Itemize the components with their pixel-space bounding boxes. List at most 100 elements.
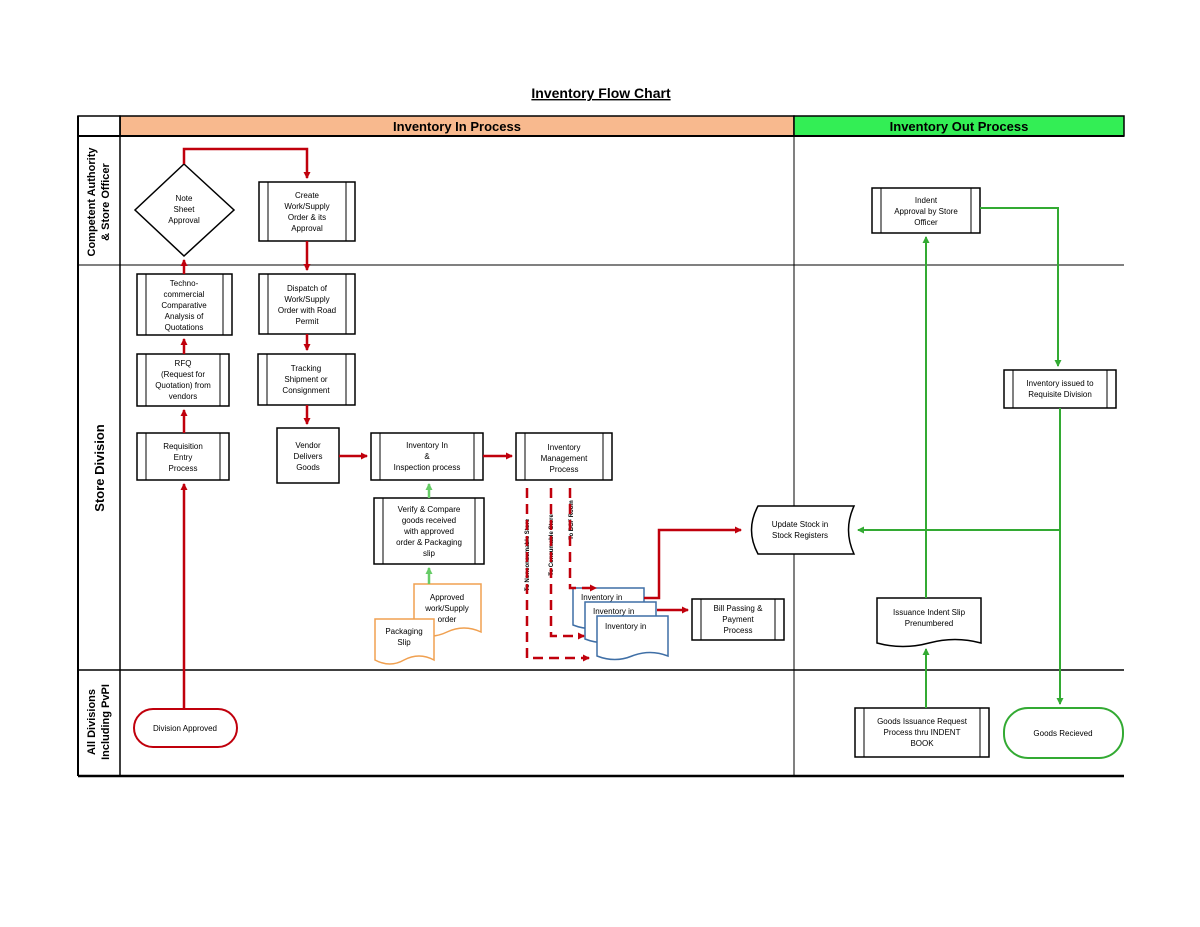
inventory-in-label-2: Inventory in xyxy=(593,607,634,616)
node-label: Approval by Store xyxy=(894,207,958,216)
node-label: Officer xyxy=(914,218,938,227)
node-label: Consignment xyxy=(282,386,330,395)
node-label: BOOK xyxy=(910,739,934,748)
node-label: Payment xyxy=(722,615,754,624)
node-label: order & Packaging xyxy=(396,538,462,547)
note-sheet-approval-decision: Note Sheet Approval xyxy=(133,162,236,258)
node-label: Process xyxy=(724,626,753,635)
node-label: Sheet xyxy=(174,205,196,214)
techno-commercial-process: Techno- commercial Comparative Analysis … xyxy=(136,273,233,336)
node-label: Approved xyxy=(430,593,464,602)
node-label: Quotations xyxy=(165,323,204,332)
inventory-issued-process: Inventory issued to Requisite Division xyxy=(1003,369,1117,409)
green-connectors xyxy=(857,207,1064,708)
node-label: Entry xyxy=(174,453,193,462)
node-label: Goods xyxy=(296,463,320,472)
goods-received-terminator: Goods Recieved xyxy=(1003,707,1124,759)
tracking-process: Tracking Shipment or Consignment xyxy=(257,353,356,406)
node-label: Goods Recieved xyxy=(1033,729,1092,738)
node-label: Inventory In xyxy=(406,441,448,450)
inventory-management-process: Inventory Management Process xyxy=(515,432,613,481)
node-label: Indent xyxy=(915,196,938,205)
node-label: Shipment or xyxy=(284,375,327,384)
node-label: Update Stock in xyxy=(772,520,828,529)
node-label: Techno- xyxy=(170,279,199,288)
node-label: Inventory xyxy=(548,443,581,452)
vendor-delivers-process: Vendor Delivers Goods xyxy=(276,427,340,484)
node-label: Approval xyxy=(291,224,323,233)
inventory-in-label-3: Inventory in xyxy=(605,622,646,631)
arrow-indent-to-issued xyxy=(980,207,1062,367)
arrow-note-to-create xyxy=(182,147,311,179)
node-label: Quotation) from xyxy=(155,381,211,390)
node-label: Create xyxy=(295,191,320,200)
node-label: Packaging xyxy=(385,627,422,636)
arrow-inventory-to-stock xyxy=(644,526,742,600)
arrow-to-consumable xyxy=(549,488,585,640)
node-label: Analysis of xyxy=(165,312,204,321)
inventory-in-documents: Inventory in Inventory in Inventory in xyxy=(572,587,669,661)
node-label: slip xyxy=(423,549,436,558)
division-approved-terminator: Division Approved xyxy=(133,708,238,748)
lane-label-divisions-2: Including PvPI xyxy=(100,684,112,760)
node-label: Requisite Division xyxy=(1028,390,1092,399)
node-label: Approval xyxy=(168,216,200,225)
node-label: Division Approved xyxy=(153,724,217,733)
node-label: Process xyxy=(550,465,579,474)
goods-issuance-request-process: Goods Issuance Request Process thru INDE… xyxy=(854,707,990,758)
inspection-process: Inventory In & Inspection process xyxy=(370,432,484,481)
node-label: Management xyxy=(541,454,588,463)
arrow-to-nonconsumable xyxy=(525,488,590,662)
requisition-process: Requisition Entry Process xyxy=(136,432,230,481)
arrow-to-bcf xyxy=(568,488,597,592)
verify-compare-process: Verify & Compare goods received with app… xyxy=(373,497,485,565)
node-label: RFQ xyxy=(175,359,192,368)
node-label: (Request for xyxy=(161,370,205,379)
node-label: Note xyxy=(176,194,193,203)
chart-title: Inventory Flow Chart xyxy=(531,85,671,101)
node-label: Work/Supply xyxy=(284,295,329,304)
route-label-bcf: To BCF Room xyxy=(569,500,575,540)
red-connectors xyxy=(180,147,742,709)
lane-label-authority-1: Competent Authority xyxy=(86,147,98,257)
node-label: work/Supply xyxy=(424,604,469,613)
update-stock-storage: Update Stock in Stock Registers xyxy=(750,505,856,555)
issuance-slip-document: Issuance Indent Slip Prenumbered xyxy=(876,597,982,648)
rfq-process: RFQ (Request for Quotation) from vendors xyxy=(136,353,230,407)
node-label: & xyxy=(424,452,430,461)
node-label: goods received xyxy=(402,516,456,525)
inventory-in-label-1: Inventory in xyxy=(581,593,622,602)
node-label: Stock Registers xyxy=(772,531,828,540)
node-label: Bill Passing & xyxy=(714,604,764,613)
node-label: Issuance Indent Slip xyxy=(893,608,966,617)
node-label: Vendor xyxy=(295,441,321,450)
bill-passing-process: Bill Passing & Payment Process xyxy=(691,598,785,641)
node-label: Dispatch of xyxy=(287,284,328,293)
lane-label-authority-2: & Store Officer xyxy=(100,162,112,240)
node-label: Process xyxy=(169,464,198,473)
node-label: commercial xyxy=(164,290,205,299)
in-process-title: Inventory In Process xyxy=(393,119,521,134)
node-label: Prenumbered xyxy=(905,619,953,628)
dispatch-process: Dispatch of Work/Supply Order with Road … xyxy=(258,273,356,335)
node-label: Order with Road xyxy=(278,306,336,315)
swimlane-frame xyxy=(77,115,1124,778)
node-label: order xyxy=(438,615,457,624)
node-label: Order & its xyxy=(288,213,326,222)
indent-approval-process: Indent Approval by Store Officer xyxy=(871,187,981,234)
node-label: Process thru INDENT xyxy=(884,728,961,737)
node-label: Permit xyxy=(295,317,319,326)
packaging-slip-document: Packaging Slip xyxy=(374,618,435,665)
node-label: Work/Supply xyxy=(284,202,329,211)
node-label: Tracking xyxy=(291,364,321,373)
node-label: vendors xyxy=(169,392,197,401)
create-order-process: Create Work/Supply Order & its Approval xyxy=(258,181,356,242)
node-label: Slip xyxy=(397,638,411,647)
node-label: Verify & Compare xyxy=(398,505,461,514)
lane-label-divisions-1: All Divisions xyxy=(86,689,98,755)
node-label: Delivers xyxy=(294,452,323,461)
node-label: Inspection process xyxy=(394,463,461,472)
out-process-title: Inventory Out Process xyxy=(890,119,1029,134)
node-label: Comparative xyxy=(161,301,207,310)
